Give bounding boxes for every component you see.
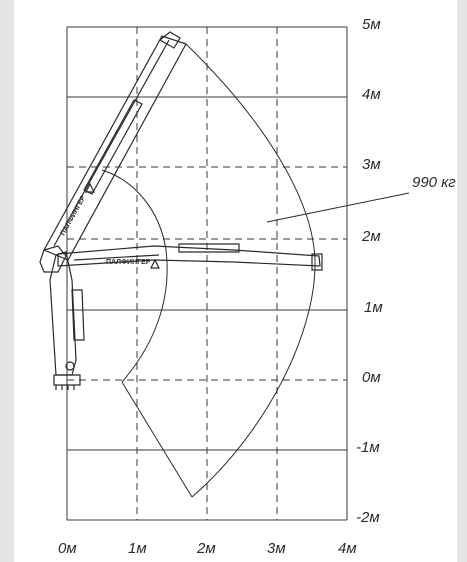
inner-reach-arc <box>101 169 168 383</box>
x-tick-label: 2м <box>196 540 216 557</box>
y-axis-labels: 5м 4м 3м 2м 1м 0м -1м -2м <box>356 16 383 526</box>
boom-marking-lower: ПАЛФИНГЕР <box>106 259 151 266</box>
reach-envelope <box>101 43 316 498</box>
boom-warning-triangle-lower <box>150 258 160 269</box>
x-axis-labels: 0м 1м 2м 3м 4м <box>58 540 357 557</box>
y-tick-label: 2м <box>361 228 381 245</box>
y-tick-label: -1м <box>356 439 380 456</box>
crane-reach-diagram: ПАЛФИНГЕР ПАЛФИНГЕР 990 кг 5м 4м 3м 2м 1… <box>39 16 456 557</box>
grid <box>66 26 348 521</box>
raised-boom-tip <box>158 31 181 49</box>
boom-warning-triangle-upper <box>85 182 95 193</box>
x-tick-label: 0м <box>58 540 77 557</box>
diagram-frame: ПАЛФИНГЕР ПАЛФИНГЕР 990 кг 5м 4м 3м 2м 1… <box>14 0 457 562</box>
y-tick-label: 5м <box>362 16 381 33</box>
y-tick-label: 1м <box>364 299 383 316</box>
x-tick-label: 3м <box>267 540 286 557</box>
crane-column <box>49 251 77 376</box>
lower-envelope-edge <box>121 381 193 498</box>
boom-marking-upper: ПАЛФИНГЕР <box>60 194 88 237</box>
boom-tip-horizontal <box>311 253 323 271</box>
raised-boom <box>43 35 187 261</box>
y-tick-label: 3м <box>362 156 381 173</box>
boom-inner-line <box>73 254 160 261</box>
load-capacity-label: 990 кг <box>412 174 456 191</box>
raised-boom-cylinder <box>83 99 143 195</box>
x-tick-label: 1м <box>128 540 147 557</box>
y-tick-label: 0м <box>362 369 381 386</box>
column-cylinder <box>71 289 85 341</box>
x-tick-label: 4м <box>338 540 357 557</box>
y-tick-label: 4м <box>362 86 381 103</box>
y-tick-label: -2м <box>356 509 380 526</box>
horizontal-boom <box>57 245 321 267</box>
raised-boom-inner-line <box>53 39 170 247</box>
outer-reach-arc <box>185 43 316 498</box>
load-leader-line <box>266 192 410 223</box>
boom-top-rail <box>178 243 240 253</box>
crane-drawing <box>39 31 323 390</box>
